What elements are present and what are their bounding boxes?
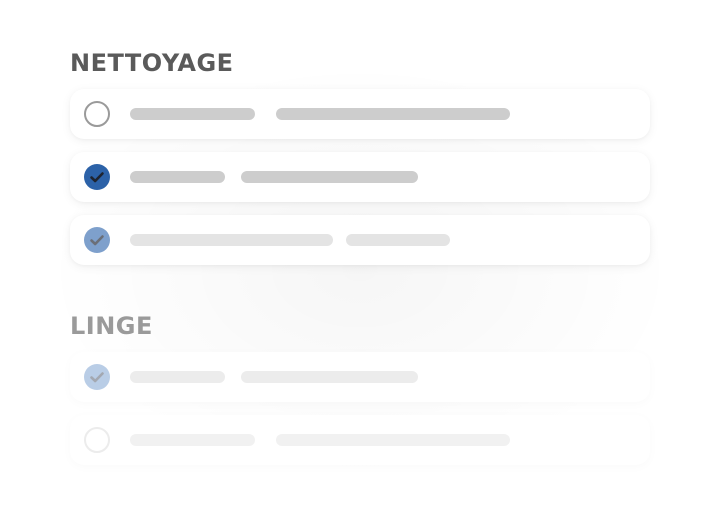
checkmark-icon[interactable] (84, 364, 110, 390)
placeholder-bar (241, 371, 418, 383)
placeholder-bar (130, 234, 333, 246)
checkmark-icon[interactable] (84, 227, 110, 253)
task-row[interactable] (70, 89, 650, 139)
placeholder-bar (241, 171, 418, 183)
checkmark-icon[interactable] (84, 164, 110, 190)
task-row[interactable] (70, 215, 650, 265)
task-row[interactable] (70, 352, 650, 402)
placeholder-bar (130, 371, 225, 383)
section-title-linge: LINGE (70, 312, 153, 340)
section-title-nettoyage: NETTOYAGE (70, 49, 234, 77)
empty-circle-icon[interactable] (84, 101, 110, 127)
placeholder-bar (276, 108, 510, 120)
placeholder-bar (130, 108, 255, 120)
placeholder-bar (346, 234, 450, 246)
task-row[interactable] (70, 415, 650, 465)
placeholder-bar (130, 434, 255, 446)
placeholder-bar (276, 434, 510, 446)
empty-circle-icon[interactable] (84, 427, 110, 453)
task-row[interactable] (70, 152, 650, 202)
placeholder-bar (130, 171, 225, 183)
